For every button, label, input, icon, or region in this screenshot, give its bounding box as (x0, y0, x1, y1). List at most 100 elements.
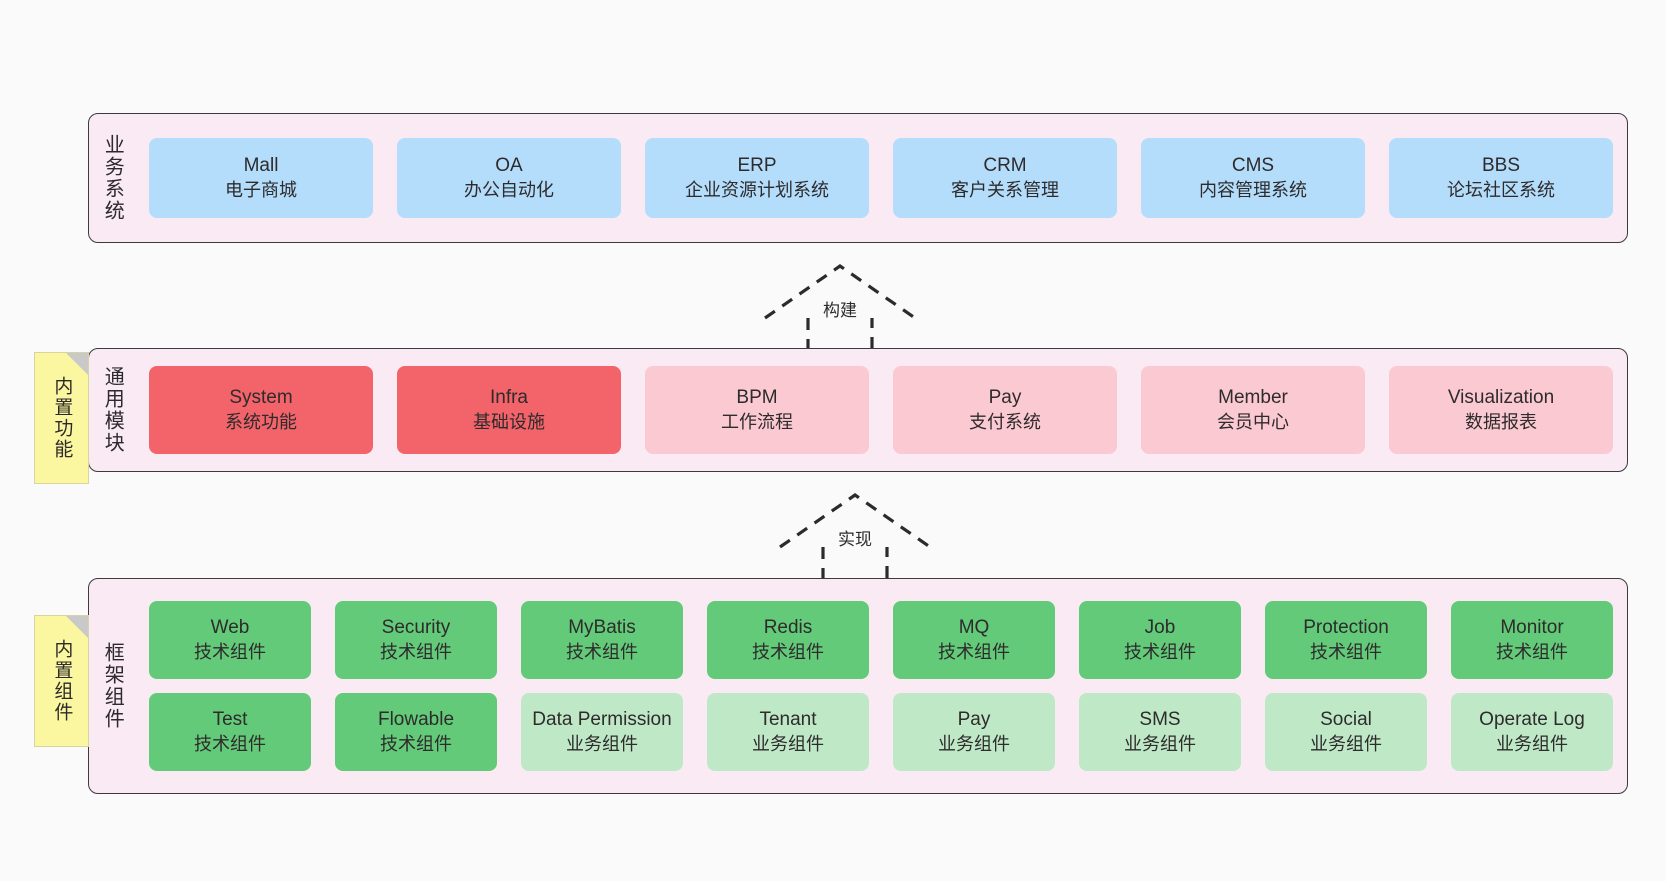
box-cms[interactable]: CMS 内容管理系统 (1141, 138, 1365, 218)
box-subtitle: 基础设施 (473, 411, 545, 432)
box-subtitle: 技术组件 (380, 733, 452, 754)
box-subtitle: 客户关系管理 (951, 179, 1059, 200)
box-row: System 系统功能 Infra 基础设施 BPM 工作流程 Pay 支付系统… (149, 366, 1613, 454)
box-mq[interactable]: MQ 技术组件 (893, 601, 1055, 679)
layer-body-framework-component: Web 技术组件 Security 技术组件 MyBatis 技术组件 Redi… (135, 579, 1627, 793)
sticky-note-label: 内置组件 (51, 639, 73, 723)
box-pay-component[interactable]: Pay 业务组件 (893, 693, 1055, 771)
box-row: Test 技术组件 Flowable 技术组件 Data Permission … (149, 693, 1613, 771)
box-system[interactable]: System 系统功能 (149, 366, 373, 454)
box-subtitle: 技术组件 (1310, 641, 1382, 662)
box-title: CMS (1231, 154, 1275, 176)
box-row: Mall 电子商城 OA 办公自动化 ERP 企业资源计划系统 CRM 客户关系… (149, 138, 1613, 218)
box-mybatis[interactable]: MyBatis 技术组件 (521, 601, 683, 679)
box-redis[interactable]: Redis 技术组件 (707, 601, 869, 679)
box-sms[interactable]: SMS 业务组件 (1079, 693, 1241, 771)
box-title: BBS (1481, 154, 1521, 176)
box-title: Mall (243, 154, 279, 176)
box-subtitle: 会员中心 (1217, 411, 1289, 432)
box-title: CRM (983, 154, 1027, 176)
box-subtitle: 支付系统 (969, 411, 1041, 432)
box-subtitle: 电子商城 (225, 179, 297, 200)
box-title: Web (210, 616, 250, 638)
box-oa[interactable]: OA 办公自动化 (397, 138, 621, 218)
box-title: Tenant (759, 708, 817, 730)
box-security[interactable]: Security 技术组件 (335, 601, 497, 679)
box-title: Protection (1303, 616, 1389, 638)
box-visualization[interactable]: Visualization 数据报表 (1389, 366, 1613, 454)
box-title: ERP (737, 154, 777, 176)
fold-corner-icon (66, 353, 88, 375)
box-title: Social (1320, 708, 1372, 730)
box-subtitle: 技术组件 (194, 733, 266, 754)
box-title: MQ (958, 616, 990, 638)
box-title: MyBatis (568, 616, 636, 638)
box-title: Flowable (377, 708, 455, 730)
box-subtitle: 业务组件 (938, 733, 1010, 754)
box-subtitle: 技术组件 (194, 641, 266, 662)
box-subtitle: 工作流程 (721, 411, 793, 432)
box-bpm[interactable]: BPM 工作流程 (645, 366, 869, 454)
sticky-note-builtin-components: 内置组件 (34, 615, 89, 747)
box-subtitle: 技术组件 (566, 641, 638, 662)
box-crm[interactable]: CRM 客户关系管理 (893, 138, 1117, 218)
box-title: Pay (988, 386, 1022, 408)
layer-title-general-module: 通用模块 (101, 366, 124, 454)
sticky-note-builtin-features: 内置功能 (34, 352, 89, 484)
layer-business-system: 业务系统 Mall 电子商城 OA 办公自动化 ERP 企业资源计划系统 CRM… (88, 113, 1628, 243)
box-title: BPM (736, 386, 778, 408)
box-member[interactable]: Member 会员中心 (1141, 366, 1365, 454)
box-subtitle: 办公自动化 (464, 179, 554, 200)
box-title: Member (1218, 386, 1288, 408)
box-title: Infra (489, 386, 529, 408)
box-test[interactable]: Test 技术组件 (149, 693, 311, 771)
box-data-permission[interactable]: Data Permission 业务组件 (521, 693, 683, 771)
box-subtitle: 技术组件 (938, 641, 1010, 662)
fold-corner-icon (66, 616, 88, 638)
box-operate-log[interactable]: Operate Log 业务组件 (1451, 693, 1613, 771)
box-subtitle: 技术组件 (380, 641, 452, 662)
box-subtitle: 技术组件 (1496, 641, 1568, 662)
box-tenant[interactable]: Tenant 业务组件 (707, 693, 869, 771)
box-subtitle: 业务组件 (1124, 733, 1196, 754)
box-subtitle: 业务组件 (1310, 733, 1382, 754)
box-subtitle: 业务组件 (566, 733, 638, 754)
arrow-build: 构建 (760, 258, 920, 356)
box-protection[interactable]: Protection 技术组件 (1265, 601, 1427, 679)
box-title: Monitor (1500, 616, 1564, 638)
box-bbs[interactable]: BBS 论坛社区系统 (1389, 138, 1613, 218)
box-subtitle: 企业资源计划系统 (685, 179, 829, 200)
box-infra[interactable]: Infra 基础设施 (397, 366, 621, 454)
box-subtitle: 技术组件 (1124, 641, 1196, 662)
layer-body-general-module: System 系统功能 Infra 基础设施 BPM 工作流程 Pay 支付系统… (135, 349, 1627, 471)
layer-general-module: 通用模块 System 系统功能 Infra 基础设施 BPM 工作流程 Pay… (88, 348, 1628, 472)
box-flowable[interactable]: Flowable 技术组件 (335, 693, 497, 771)
box-title: Pay (957, 708, 991, 730)
layer-framework-component: 框架组件 Web 技术组件 Security 技术组件 MyBatis 技术组件… (88, 578, 1628, 794)
box-subtitle: 技术组件 (752, 641, 824, 662)
box-subtitle: 业务组件 (752, 733, 824, 754)
box-subtitle: 系统功能 (225, 411, 297, 432)
box-title: Visualization (1447, 386, 1555, 408)
box-job[interactable]: Job 技术组件 (1079, 601, 1241, 679)
box-subtitle: 业务组件 (1496, 733, 1568, 754)
box-title: System (229, 386, 293, 408)
box-subtitle: 数据报表 (1465, 411, 1537, 432)
box-title: Data Permission (532, 708, 672, 730)
box-title: Redis (763, 616, 813, 638)
box-subtitle: 内容管理系统 (1199, 179, 1307, 200)
box-mall[interactable]: Mall 电子商城 (149, 138, 373, 218)
sticky-note-label: 内置功能 (51, 376, 73, 460)
box-subtitle: 论坛社区系统 (1447, 179, 1555, 200)
box-title: Job (1144, 616, 1176, 638)
layer-body-business-system: Mall 电子商城 OA 办公自动化 ERP 企业资源计划系统 CRM 客户关系… (135, 114, 1627, 242)
box-row: Web 技术组件 Security 技术组件 MyBatis 技术组件 Redi… (149, 601, 1613, 679)
box-title: Security (381, 616, 451, 638)
box-pay[interactable]: Pay 支付系统 (893, 366, 1117, 454)
box-social[interactable]: Social 业务组件 (1265, 693, 1427, 771)
box-erp[interactable]: ERP 企业资源计划系统 (645, 138, 869, 218)
box-web[interactable]: Web 技术组件 (149, 601, 311, 679)
box-title: SMS (1139, 708, 1181, 730)
box-monitor[interactable]: Monitor 技术组件 (1451, 601, 1613, 679)
